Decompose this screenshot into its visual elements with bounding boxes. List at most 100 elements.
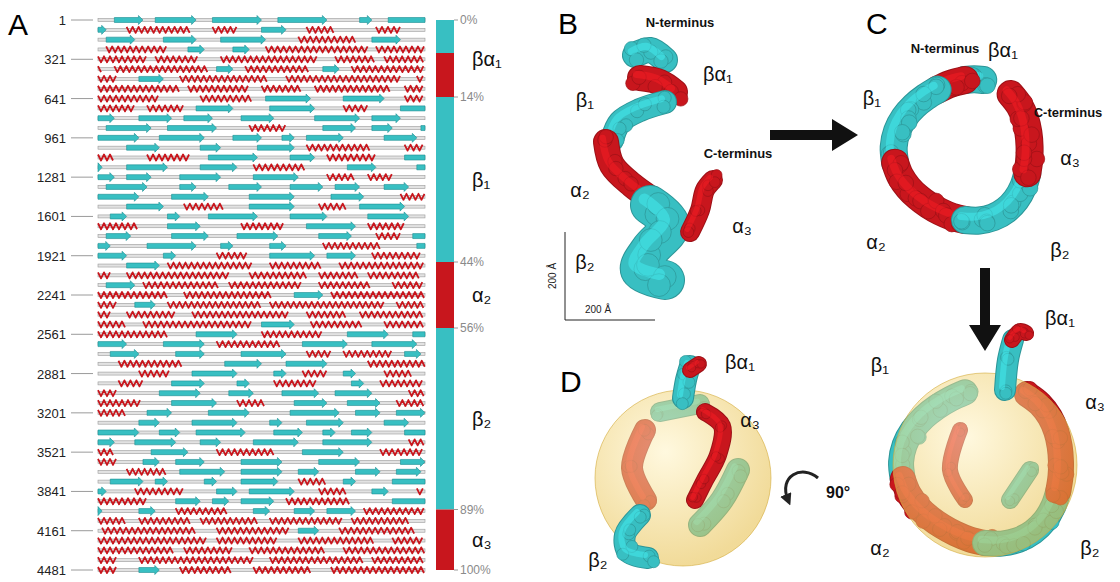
strand-arrow [98, 163, 102, 172]
strand-arrow [192, 418, 237, 427]
helix-zigzag [184, 204, 223, 210]
strand-arrow [270, 104, 315, 113]
strand-arrow [98, 251, 127, 260]
secondary-structure-map [71, 16, 458, 575]
strand-arrow [290, 153, 315, 162]
strand-arrow [98, 114, 114, 123]
strand-arrow [233, 133, 262, 142]
helix-zigzag [306, 145, 369, 151]
helix-zigzag [98, 498, 146, 504]
domain-label: β₂ [575, 252, 594, 272]
strand-arrow [229, 389, 254, 398]
helix-zigzag [298, 538, 373, 544]
strand-arrow [323, 428, 335, 437]
strand-arrow [221, 241, 233, 250]
strand-arrow [400, 106, 425, 111]
strand-arrow [127, 143, 160, 152]
terminus-label: N-terminus [911, 42, 980, 55]
residue-index: 3201 [37, 406, 66, 419]
helix-zigzag [241, 223, 283, 229]
helix-zigzag [221, 56, 317, 62]
strand-arrow [372, 340, 417, 349]
panel-letter: A [8, 10, 28, 40]
strand-arrow [200, 438, 220, 447]
helix-zigzag [155, 56, 197, 62]
strand-arrow [147, 241, 196, 250]
strand-arrow [176, 497, 201, 506]
strand-arrow [139, 418, 159, 427]
strand-arrow [127, 261, 160, 270]
strand-arrow [98, 133, 139, 142]
percent-tick [454, 97, 458, 98]
helix-zigzag [368, 174, 392, 180]
strand-arrow [413, 332, 425, 337]
helix-zigzag [147, 105, 183, 111]
scale-bar [565, 232, 655, 320]
index-tick [71, 216, 93, 217]
helix-zigzag [396, 302, 423, 308]
domain-label: βα₁ [988, 40, 1018, 60]
strand-arrow [172, 192, 209, 201]
helix-zigzag [270, 263, 321, 269]
surface-blob [617, 509, 660, 568]
helix-zigzag [405, 145, 423, 151]
helix-zigzag [167, 302, 260, 308]
blob-shine [609, 99, 662, 137]
percent-mark: 44% [460, 256, 484, 268]
strand-arrow [343, 94, 384, 103]
helix-zigzag [98, 86, 179, 92]
scale-label: 200 Å [585, 305, 611, 315]
helix-zigzag [118, 380, 142, 386]
domain-label: α₂ [866, 232, 885, 252]
percent-mark: 14% [460, 91, 484, 103]
surface-blob [634, 193, 679, 297]
helix-zigzag [98, 410, 125, 416]
blob-bump [980, 78, 996, 94]
blob-shine [688, 362, 697, 368]
strand-arrow [241, 114, 274, 123]
helix-zigzag [114, 66, 207, 72]
helix-zigzag [417, 76, 423, 82]
strand-arrow [372, 114, 401, 123]
domain-label: βα₁ [1045, 308, 1075, 328]
helix-zigzag [360, 312, 423, 318]
strand-arrow [241, 457, 282, 466]
helix-zigzag [368, 361, 425, 367]
strand-arrow [159, 133, 204, 142]
backbone-line [98, 431, 425, 434]
strand-arrow [172, 399, 217, 408]
residue-index: 1921 [37, 249, 66, 262]
domain-label: β₁ [472, 170, 490, 190]
strand-arrow [405, 349, 421, 358]
helix-zigzag [217, 341, 280, 347]
protein-model [565, 38, 722, 320]
index-tick [71, 295, 93, 296]
strand-arrow [167, 212, 179, 221]
strand-arrow [241, 467, 282, 476]
strand-arrow [110, 212, 126, 221]
strand-arrow [249, 487, 294, 496]
strand-arrow [114, 16, 143, 25]
index-tick [71, 137, 93, 138]
residue-index: 3841 [37, 485, 66, 498]
strand-arrow [286, 359, 327, 368]
helix-zigzag [372, 253, 420, 259]
strand-arrow [98, 173, 114, 182]
helix-zigzag [343, 351, 391, 357]
strand-arrow [266, 94, 311, 103]
domain-label: β₂ [1080, 538, 1099, 558]
blob-bump [676, 398, 688, 410]
blob-bump [648, 556, 660, 568]
helix-zigzag [98, 449, 113, 455]
strand-arrow [392, 499, 425, 504]
strand-arrow [384, 418, 409, 427]
strand-arrow [405, 430, 425, 435]
index-tick [71, 530, 93, 531]
helix-zigzag [343, 547, 424, 553]
domain-bar [436, 510, 454, 571]
surface-blob [687, 359, 705, 372]
strand-arrow [323, 124, 356, 133]
strand-arrow [196, 428, 245, 437]
strand-arrow [270, 418, 282, 427]
strand-arrow [106, 232, 131, 241]
